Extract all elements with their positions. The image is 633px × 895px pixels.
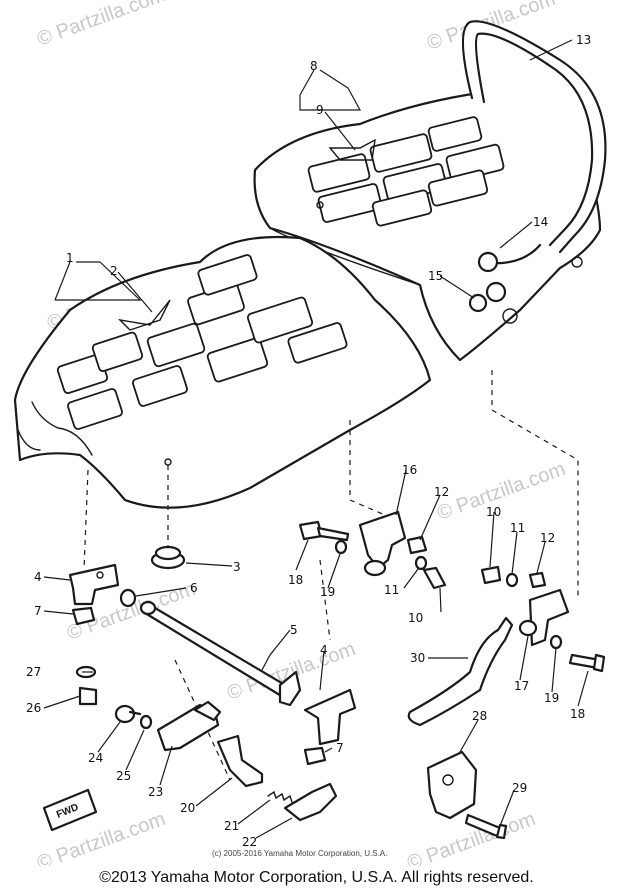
front-seat: [13, 235, 432, 509]
callout-27: 27: [26, 665, 41, 679]
callout-24: 24: [88, 751, 103, 765]
seat-hardware: FWD: [42, 510, 606, 840]
callout-12-right: 12: [540, 531, 555, 545]
callout-10-right: 10: [486, 505, 501, 519]
grab-rail: [461, 20, 607, 313]
callout-30: 30: [410, 651, 425, 665]
callouts: 1 2 3 4 4 5 6 7 7 8 9 10 10 11 11 12 12 …: [26, 33, 591, 849]
callout-4-right: 4: [320, 643, 328, 657]
footer-copyright: ©2013 Yamaha Motor Corporation, U.S.A. A…: [99, 869, 534, 886]
callout-8: 8: [310, 59, 318, 73]
callout-7-right: 7: [336, 741, 344, 755]
callout-7-left: 7: [34, 604, 42, 618]
callout-19-right: 19: [544, 691, 559, 705]
callout-10-center: 10: [408, 611, 423, 625]
callout-22: 22: [242, 835, 257, 849]
diagram-copyright: (c) 2005-2016 Yamaha Motor Corporation, …: [212, 849, 387, 858]
leader-lines: [43, 39, 589, 839]
callout-18-right: 18: [570, 707, 585, 721]
callout-29: 29: [512, 781, 527, 795]
callout-21: 21: [224, 819, 239, 833]
callout-26: 26: [26, 701, 41, 715]
center-lines: [83, 370, 579, 781]
callout-25: 25: [116, 769, 131, 783]
callout-23: 23: [148, 785, 163, 799]
callout-18-left: 18: [288, 573, 303, 587]
front-seat-quilting: [56, 254, 348, 430]
callout-6: 6: [190, 581, 198, 595]
callout-11-center: 11: [384, 583, 399, 597]
callout-15: 15: [428, 269, 443, 283]
callout-17: 17: [514, 679, 529, 693]
callout-13: 13: [576, 33, 591, 47]
callout-3: 3: [233, 560, 241, 574]
callout-12-center: 12: [434, 485, 449, 499]
callout-19-left: 19: [320, 585, 335, 599]
seat-exploded-diagram: © Partzilla.com © Partzilla.com © Partzi…: [13, 0, 607, 866]
callout-20: 20: [180, 801, 195, 815]
callout-1: 1: [66, 251, 74, 265]
callout-2: 2: [110, 264, 118, 278]
callout-9: 9: [316, 103, 324, 117]
callout-4-left: 4: [34, 570, 42, 584]
callout-11-right: 11: [510, 521, 525, 535]
callout-16: 16: [402, 463, 417, 477]
callout-5: 5: [290, 623, 298, 637]
callout-28: 28: [472, 709, 487, 723]
callout-14: 14: [533, 215, 548, 229]
rear-seat-quilting: [307, 116, 505, 227]
watermark-top-left: © Partzilla.com: [34, 0, 168, 51]
